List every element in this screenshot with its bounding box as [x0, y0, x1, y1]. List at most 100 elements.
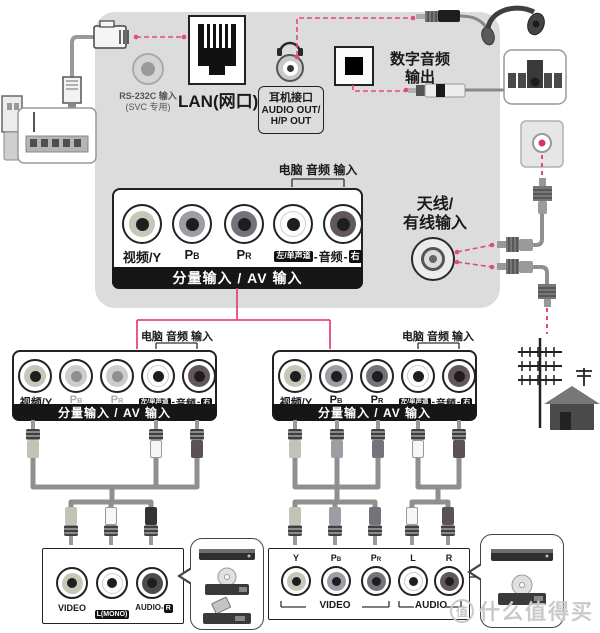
av-panel-right: 视频/Y PB PR 左/单声道-音频-右 分量输入 / AV 输入 [272, 350, 477, 421]
jack-audio-right [323, 204, 363, 244]
right-badge: 右 [461, 397, 473, 408]
av-cables-left [30, 453, 200, 514]
rj45-plug-down [62, 76, 82, 111]
label-l: L [410, 553, 416, 563]
label-pb: PB [330, 553, 342, 563]
jack-video-y [18, 359, 52, 393]
av-panel-left: 视频/Y PB PR 左/单声道-音频-右 分量输入 / AV 输入 [12, 350, 217, 421]
hp-label-en2: H/P OUT [270, 116, 312, 128]
rca-plug-y [287, 420, 303, 458]
jack-y [281, 566, 311, 596]
rs232-port [132, 53, 164, 85]
antenna-label-1: 天线/ [416, 196, 454, 213]
antenna-label-2: 有线输入 [402, 215, 467, 232]
headphone-jack [276, 54, 304, 82]
rca-plug-video [63, 507, 79, 545]
rca-plug-video [25, 420, 41, 458]
component-av-bar: 分量输入 / AV 输入 [12, 404, 217, 421]
pc-audio-label-right: 电脑 音频 输入 [401, 331, 475, 343]
label-pb: PB [329, 394, 343, 406]
device-callout-right [467, 534, 564, 628]
coax-cable-assembly [497, 178, 556, 307]
label-video: VIDEO [57, 603, 86, 613]
optical-audio-port [334, 46, 374, 86]
label-pr: PR [110, 394, 124, 406]
component-video-cables-right [292, 453, 381, 514]
jack-video [56, 567, 88, 599]
device-icons [199, 549, 255, 624]
device-icons [491, 549, 553, 605]
label-audio-lr: 左/单声道-音频-右 [274, 249, 362, 264]
right-badge: 右 [348, 250, 362, 263]
rca-plug-pr [367, 507, 383, 545]
ethernet-cable [70, 35, 94, 78]
jack-l [398, 566, 428, 596]
component-av-panel-top: 视频/Y PB PR 左/单声道-音频-右 分量输入 / AV 输入 [112, 188, 363, 289]
jack-pb-dim [59, 359, 93, 393]
device-callout-left [177, 538, 264, 630]
left-mono-badge: 左/单声道 [138, 398, 171, 407]
external-device-av-panel: VIDEO L(MONO) AUDIO-R [42, 548, 184, 624]
component-device-panel: Y PB PR L R VIDEO AUDIO [268, 548, 470, 620]
rca-plug-audio-r [440, 507, 456, 545]
jack-pr-dim [100, 359, 134, 393]
jack-video-y [122, 204, 162, 244]
label-audio-r: AUDIO-R [135, 603, 173, 614]
rca-plug-audio-l [148, 420, 164, 458]
label-pb: PB [69, 394, 83, 406]
rca-plug-audio-l [404, 507, 420, 545]
rj45-socket-icon [198, 24, 236, 66]
label-pb: PB [184, 247, 200, 262]
watermark-logo: 值 [450, 599, 474, 623]
label-pr: PR [370, 553, 382, 563]
label-r: R [445, 553, 453, 563]
speaker-system [503, 49, 567, 105]
rca-plug-audio-r [143, 507, 159, 545]
jack-audio-r [136, 567, 168, 599]
left-mono-badge: 左/单声道 [274, 251, 313, 262]
pc-audio-label-left: 电脑 音频 输入 [140, 331, 214, 343]
rca-plug-y [287, 507, 303, 545]
jack-audio-right [442, 359, 476, 393]
group-label-video: VIDEO [319, 600, 351, 611]
left-mono-badge: 左/单声道 [398, 398, 431, 407]
jack-pr [361, 566, 391, 596]
jack-pr [360, 359, 394, 393]
jack-audio-left [401, 359, 435, 393]
hp-label-cn: 耳机接口 [269, 92, 313, 105]
lan-label: LAN(网口) [178, 92, 259, 111]
rca-plug-pb [329, 420, 345, 458]
pc-audio-label-top: 电脑 音频 输入 [278, 163, 358, 177]
watermark-text: 什么值得买 [479, 601, 594, 624]
rs232-sub-label: (SVC 专用) [125, 102, 171, 112]
jack-pr [224, 204, 264, 244]
rca-plug-pr [370, 420, 386, 458]
jack-audio-left [273, 204, 313, 244]
jack-r [434, 566, 464, 596]
usb-plug [1, 95, 23, 161]
label-pr: PR [370, 394, 384, 406]
jack-pb [321, 566, 351, 596]
component-av-bar: 分量输入 / AV 输入 [272, 404, 477, 421]
lan-port [188, 15, 246, 85]
wall-antenna-outlet [520, 120, 564, 168]
rca-plug-pb [327, 507, 343, 545]
label-pr: PR [236, 247, 252, 262]
jack-l-mono [96, 567, 128, 599]
label-l-mono: L(MONO) [94, 610, 130, 620]
component-av-bar: 分量输入 / AV 输入 [112, 267, 363, 289]
antenna-coax-port [411, 237, 455, 281]
jack-pb [319, 359, 353, 393]
headphone-label-box: 耳机接口 AUDIO OUT/ H/P OUT [258, 86, 324, 134]
watermark: 值 什么值得买 [450, 597, 600, 625]
optical-label-2: 输出 [404, 69, 435, 86]
house-with-antenna [544, 368, 600, 430]
right-badge: 右 [201, 397, 213, 408]
rca-plug-audio-r [189, 420, 205, 458]
hp-label-en1: AUDIO OUT/ [261, 104, 321, 116]
label-video-y: 视频/Y [122, 250, 162, 265]
jack-audio-left [141, 359, 175, 393]
jack-audio-right [182, 359, 216, 393]
rca-plug-audio-l [103, 507, 119, 545]
